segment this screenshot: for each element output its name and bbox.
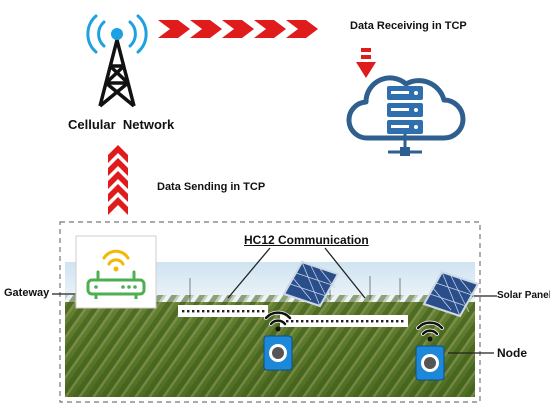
field-area-border bbox=[59, 221, 481, 403]
router-icon bbox=[75, 235, 157, 309]
solar-panel-icon bbox=[422, 270, 480, 318]
hc12-callout-lines bbox=[227, 247, 366, 299]
sensor-node-icon bbox=[415, 320, 445, 381]
solar-panel-icon bbox=[282, 260, 340, 308]
arrow-to-tower bbox=[108, 145, 128, 215]
node-label: Node bbox=[497, 346, 527, 360]
arrow-into-cloud bbox=[356, 48, 376, 78]
hc12-label: HC12 Communication bbox=[244, 233, 369, 247]
data-sending-label: Data Sending in TCP bbox=[157, 181, 266, 193]
cloud-server-icon bbox=[346, 75, 466, 156]
arrow-to-cloud bbox=[158, 20, 318, 38]
hc12-link-dots bbox=[182, 310, 404, 323]
data-receiving-label: Data Receiving in TCP bbox=[350, 20, 467, 32]
cellular-network-label: Cellular Network bbox=[68, 117, 175, 132]
cell-tower-icon bbox=[86, 14, 148, 108]
gateway-label: Gateway bbox=[4, 287, 50, 299]
sensor-node-icon bbox=[263, 310, 293, 371]
solar-panel-label: Solar Panel bbox=[497, 290, 550, 301]
